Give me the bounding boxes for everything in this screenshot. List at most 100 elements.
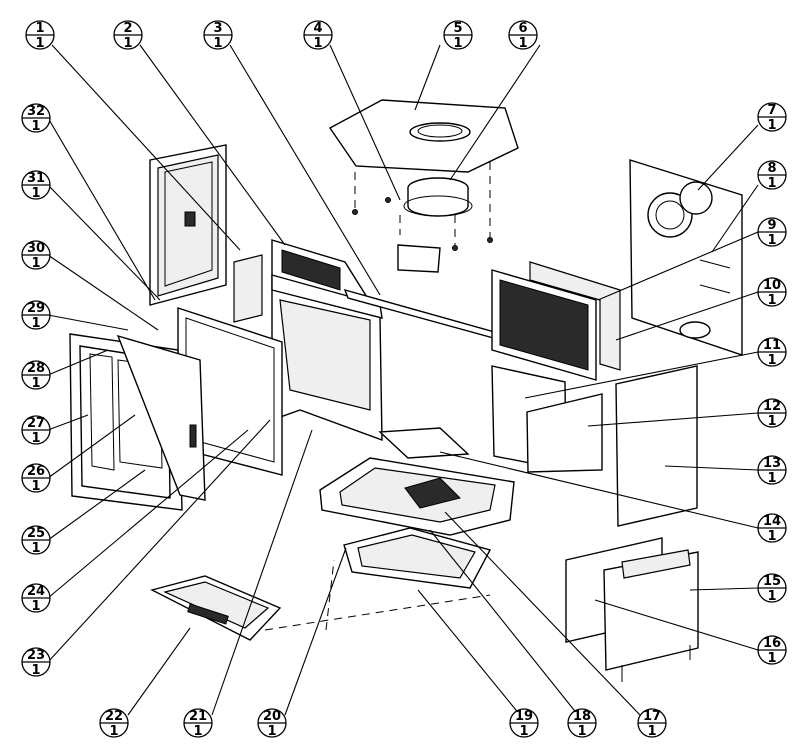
plinth-panel-part [565, 537, 699, 671]
balloon-quantity: 1 [267, 724, 276, 739]
balloon-1: 11 [25, 20, 55, 51]
balloon-13: 131 [757, 455, 787, 486]
balloon-18: 181 [567, 708, 597, 739]
balloon-quantity: 1 [31, 376, 40, 391]
balloon-part-number: 18 [573, 709, 591, 724]
balloon-part-number: 29 [27, 301, 45, 316]
balloon-4: 41 [303, 20, 333, 51]
balloon-quantity: 1 [767, 176, 776, 191]
balloon-quantity: 1 [313, 36, 322, 51]
balloon-quantity: 1 [577, 724, 586, 739]
flue-collar-part [403, 177, 473, 217]
balloon-part-number: 21 [189, 709, 207, 724]
balloon-quantity: 1 [767, 118, 776, 133]
balloon-part-number: 8 [767, 161, 776, 176]
balloon-part-number: 11 [763, 338, 781, 353]
balloon-part-number: 9 [767, 218, 776, 233]
balloon-quantity: 1 [767, 529, 776, 544]
balloon-25: 251 [21, 525, 51, 556]
balloon-31: 311 [21, 170, 51, 201]
balloon-part-number: 16 [763, 636, 781, 651]
balloon-quantity: 1 [453, 36, 462, 51]
balloon-part-number: 19 [515, 709, 533, 724]
balloon-23: 231 [21, 647, 51, 678]
leader-lines [47, 44, 759, 716]
balloon-part-number: 25 [27, 526, 45, 541]
balloon-27: 271 [21, 415, 51, 446]
balloon-24: 241 [21, 583, 51, 614]
balloon-16: 161 [757, 635, 787, 666]
balloon-22: 221 [99, 708, 129, 739]
balloon-part-number: 14 [763, 514, 781, 529]
balloon-part-number: 32 [27, 104, 45, 119]
balloon-part-number: 27 [27, 416, 45, 431]
balloon-part-number: 12 [763, 399, 781, 414]
part-balloons: 1121314151617181911011111211311411511611… [21, 20, 787, 739]
balloon-part-number: 2 [123, 21, 132, 36]
balloon-quantity: 1 [767, 293, 776, 308]
balloon-32: 321 [21, 103, 51, 134]
balloon-9: 91 [757, 217, 787, 248]
rear-wall-part [629, 159, 743, 356]
balloon-part-number: 10 [763, 278, 781, 293]
balloon-part-number: 31 [27, 171, 45, 186]
ash-drawer-part [150, 575, 282, 641]
balloon-quantity: 1 [123, 36, 132, 51]
rear-liner-panel-part [149, 144, 227, 306]
top-plate-part [328, 99, 519, 173]
balloon-quantity: 1 [31, 431, 40, 446]
parts-drawing [69, 99, 743, 682]
grille-panel-part [491, 261, 621, 381]
balloon-part-number: 22 [105, 709, 123, 724]
balloon-7: 71 [757, 102, 787, 133]
balloon-part-number: 17 [643, 709, 661, 724]
balloon-part-number: 13 [763, 456, 781, 471]
balloon-part-number: 24 [27, 584, 45, 599]
balloon-quantity: 1 [35, 36, 44, 51]
balloon-10: 101 [757, 277, 787, 308]
balloon-28: 281 [21, 360, 51, 391]
fixing-lines [354, 162, 491, 245]
balloon-part-number: 3 [213, 21, 222, 36]
balloon-part-number: 1 [35, 21, 44, 36]
balloon-quantity: 1 [767, 233, 776, 248]
balloon-26: 261 [21, 463, 51, 494]
balloon-quantity: 1 [518, 36, 527, 51]
balloon-quantity: 1 [31, 479, 40, 494]
balloon-part-number: 4 [313, 21, 322, 36]
balloon-quantity: 1 [31, 663, 40, 678]
side-panel-part [615, 365, 698, 527]
balloon-15: 151 [757, 573, 787, 604]
balloon-quantity: 1 [767, 414, 776, 429]
balloon-quantity: 1 [31, 599, 40, 614]
balloon-19: 191 [509, 708, 539, 739]
balloon-part-number: 7 [767, 103, 776, 118]
balloon-part-number: 20 [263, 709, 281, 724]
balloon-11: 111 [757, 337, 787, 368]
base-tray-part [319, 427, 515, 536]
balloon-5: 51 [443, 20, 473, 51]
balloon-quantity: 1 [31, 119, 40, 134]
balloon-part-number: 23 [27, 648, 45, 663]
balloon-part-number: 26 [27, 464, 45, 479]
balloon-quantity: 1 [109, 724, 118, 739]
balloon-quantity: 1 [193, 724, 202, 739]
balloon-quantity: 1 [31, 256, 40, 271]
insulation-board-part [491, 365, 603, 473]
balloon-3: 31 [203, 20, 233, 51]
balloon-part-number: 6 [518, 21, 527, 36]
balloon-6: 61 [508, 20, 538, 51]
balloon-quantity: 1 [767, 353, 776, 368]
balloon-quantity: 1 [213, 36, 222, 51]
balloon-17: 171 [637, 708, 667, 739]
balloon-29: 291 [21, 300, 51, 331]
balloon-quantity: 1 [31, 541, 40, 556]
balloon-part-number: 28 [27, 361, 45, 376]
balloon-part-number: 5 [453, 21, 462, 36]
balloon-30: 301 [21, 240, 51, 271]
balloon-quantity: 1 [767, 651, 776, 666]
balloon-8: 81 [757, 160, 787, 191]
balloon-part-number: 30 [27, 241, 45, 256]
